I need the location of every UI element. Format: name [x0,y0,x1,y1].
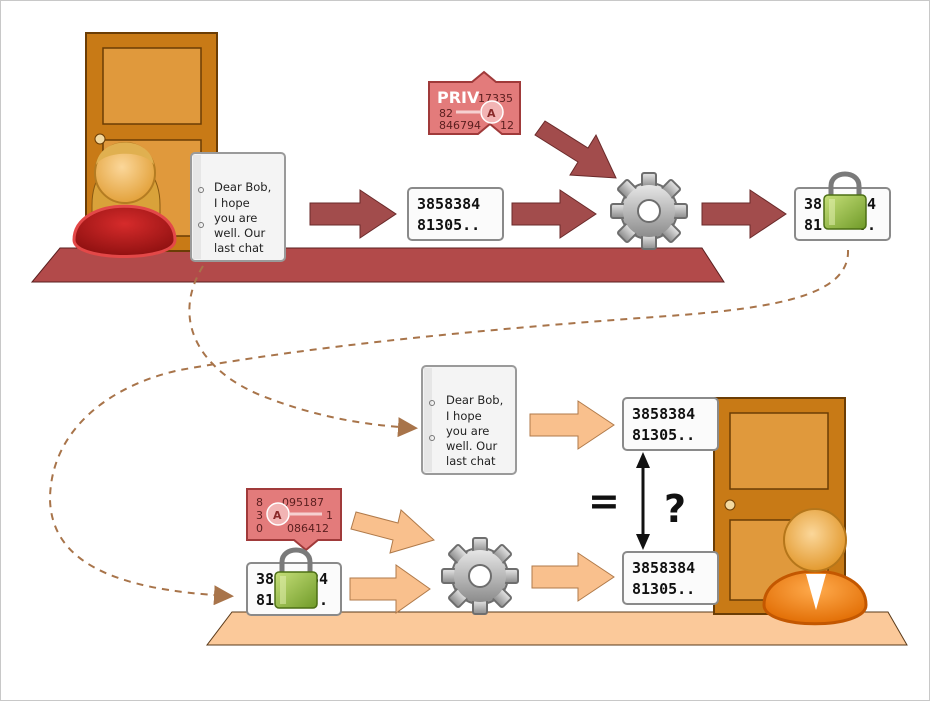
message-line: last chat [446,454,496,468]
person-alice-icon [72,142,177,258]
digest-line-2: 81305.. [632,426,695,444]
receiver-floor [205,611,908,646]
question-mark: ? [664,487,686,531]
message-line: I hope [214,196,250,210]
public-key-digits: 3 [256,509,263,522]
digest-line-1: 3858384 [417,195,480,213]
digest-box-decrypted: 3858384 81305.. [622,551,719,605]
gear-icon [610,172,688,250]
digest-line-2: 81305.. [632,580,695,598]
arrow-key-to-gear [534,120,617,179]
arrow-hash-bottom [529,400,615,450]
public-key-digits: 095187 [282,496,324,509]
private-key-label: PRIV [437,88,480,107]
signed-digest-part: 81 [256,591,274,609]
document-icon: Dear Bob, I hope you are well. Our last … [190,152,286,262]
public-key-digits: 8 [256,496,263,509]
message-line: well. Our [214,226,266,240]
digest-line-1: 3858384 [632,405,695,423]
arrow-to-gear-top [511,189,597,239]
document-icon: Dear Bob, I hope you are well. Our last … [421,365,517,475]
message-line: you are [446,424,489,438]
connector-message-to-verifier [188,265,418,438]
signed-digest-part: 38 [256,570,274,588]
digest-box-computed: 3858384 81305.. [622,397,719,451]
private-key-digits: 82 [439,107,453,120]
key-icon: PRIV 17335 82 846794 12 A [428,70,521,135]
connector-signature-to-verifier [48,249,850,606]
public-key-digits: 1 [326,509,333,522]
key-icon: 8 095187 3 1 0 086412 A [246,488,342,552]
message-line: last chat [214,241,264,255]
public-key-digits: 0 [256,522,263,535]
private-key-digits: 846794 [439,119,481,132]
arrow-hash-top [309,189,397,239]
digest-line-2: 81305.. [417,216,480,234]
digest-line-1: 3858384 [632,559,695,577]
private-key-emblem: A [487,107,496,120]
person-bob-icon [762,508,868,626]
gear-icon [441,537,519,615]
message-line: I hope [446,409,482,423]
padlock-icon [823,171,867,230]
message-line: Dear Bob, [214,180,271,194]
compare-group: = ? [588,452,686,550]
public-key-digits: 086412 [287,522,329,535]
arrow-key-to-gear-bottom [350,509,435,554]
public-key-emblem: A [273,509,282,522]
message-line: Dear Bob, [446,393,503,407]
equals-sign: = [588,479,620,523]
message-line: well. Our [446,439,498,453]
signed-digest-part: 81 [804,216,822,234]
padlock-icon [274,547,318,609]
arrow-to-signature-top [701,189,787,239]
arrow-signature-to-gear [349,564,431,614]
private-key-digits: 12 [500,119,514,132]
digest-box-top: 3858384 81305.. [407,187,504,241]
signed-digest-part: 38 [804,195,822,213]
message-line: you are [214,211,257,225]
arrow-to-decrypted-digest [531,552,615,602]
